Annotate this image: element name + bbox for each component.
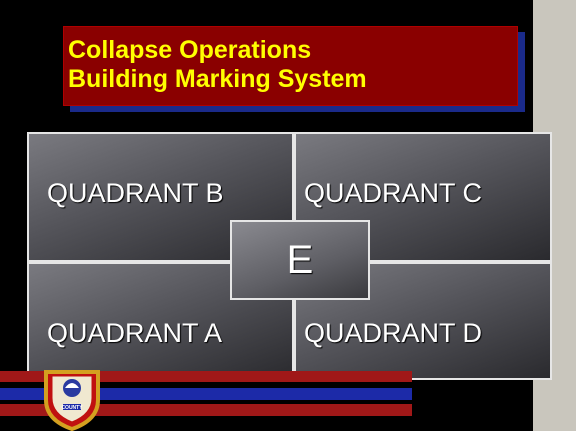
slide-title: Collapse Operations Building Marking Sys… [63,26,518,106]
footer-stripe-blue [0,388,412,400]
title-line-2: Building Marking System [68,65,367,93]
quadrant-b-label: QUADRANT B [47,178,224,208]
quadrant-d-label: QUADRANT D [304,318,483,348]
footer-stripe-red-top [0,371,412,382]
footer-stripe-red-bottom [0,404,412,416]
quadrant-c-label: QUADRANT C [304,178,483,208]
quadrant-c: QUADRANT C [294,132,552,262]
title-line-1: Collapse Operations [68,36,312,64]
quadrant-a-label: QUADRANT A [47,318,223,348]
center-quadrant-e: E [230,220,370,300]
emblem-text: COUNTY [61,405,83,411]
fire-department-emblem-icon: COUNTY [44,370,100,431]
